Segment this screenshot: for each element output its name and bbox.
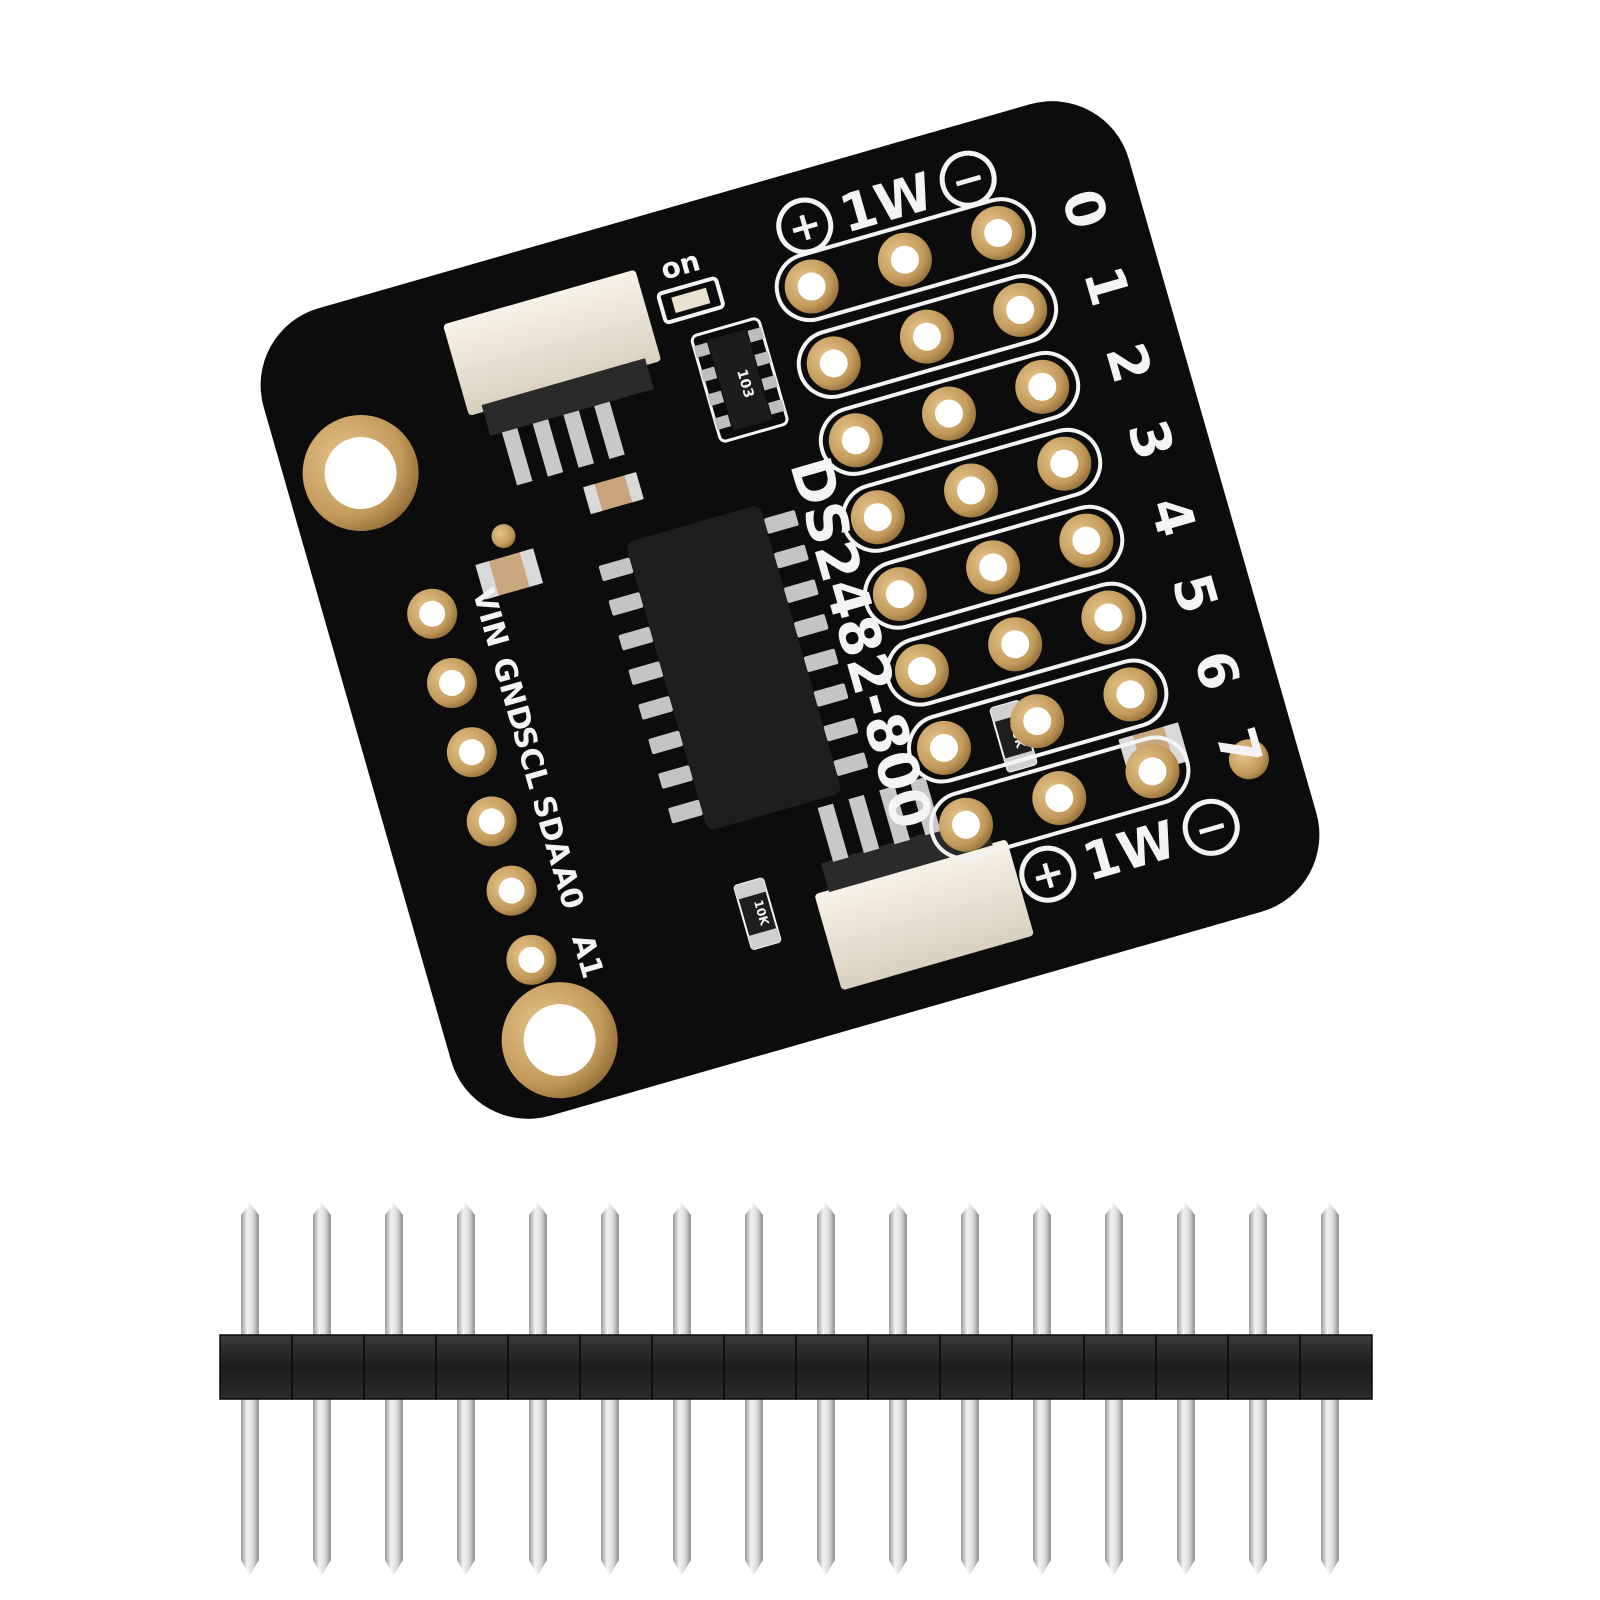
header-plastic-segment xyxy=(723,1334,797,1400)
header-pin xyxy=(745,1203,763,1575)
header-plastic-segment xyxy=(219,1334,293,1400)
pin-hole-a1 xyxy=(506,934,557,985)
pin-hole-vin xyxy=(407,588,458,639)
channel-4 xyxy=(862,504,1125,630)
header-plastic-segment xyxy=(795,1334,869,1400)
ic-leg xyxy=(813,683,849,707)
ic-leg xyxy=(598,557,634,581)
mounting-hole-bottom-left xyxy=(501,982,618,1099)
header-plastic-segment xyxy=(1299,1334,1373,1400)
header-pin xyxy=(1249,1203,1267,1575)
header-pin xyxy=(1177,1203,1195,1575)
pin-hole-gnd xyxy=(427,657,478,708)
header-pin xyxy=(1321,1203,1339,1575)
pin-hole-a0 xyxy=(486,865,537,916)
header-plastic-segment xyxy=(1083,1334,1157,1400)
header-plastic-segment xyxy=(1227,1334,1301,1400)
ic-leg xyxy=(764,510,799,534)
fiducial-top xyxy=(491,524,516,549)
channel-6 xyxy=(907,658,1169,784)
smd-capacitor xyxy=(475,548,543,600)
ic-leg xyxy=(608,592,644,616)
smd-resistor-10k-left xyxy=(733,877,782,950)
header-plastic-segment xyxy=(1011,1334,1085,1400)
resistor-array-marking: 103 xyxy=(733,367,756,400)
ic-leg xyxy=(668,799,703,824)
ic-leg xyxy=(794,614,829,638)
ic-leg xyxy=(658,765,693,789)
header-pin xyxy=(1033,1203,1051,1575)
ic-leg xyxy=(638,696,673,720)
pin-hole-sda xyxy=(466,796,517,847)
ic-leg xyxy=(803,648,839,673)
header-pin xyxy=(529,1203,547,1575)
header-plastic-segment xyxy=(867,1334,941,1400)
stemma-connector-bottom xyxy=(815,777,1034,990)
channel-0 xyxy=(774,197,1037,323)
channel-7 xyxy=(929,735,1191,861)
header-plastic-segment xyxy=(507,1334,581,1400)
channel-1 xyxy=(796,274,1059,399)
header-pin xyxy=(313,1203,331,1575)
fiducial-right xyxy=(1228,739,1269,780)
resistor-array xyxy=(690,317,789,443)
header-pin xyxy=(457,1203,475,1575)
header-plastic-segment xyxy=(1155,1334,1229,1400)
header-plastic-segment xyxy=(651,1334,725,1400)
stemma-connector-top xyxy=(443,270,661,486)
header-plastic-segment xyxy=(363,1334,437,1400)
ic-leg xyxy=(823,717,859,742)
header-pin xyxy=(961,1203,979,1575)
ic-leg xyxy=(618,626,654,651)
header-pin xyxy=(601,1203,619,1575)
header-plastic-segment xyxy=(435,1334,509,1400)
ic-leg xyxy=(628,661,663,685)
breakout-board: on 103 xyxy=(260,101,1320,1119)
ds2482-chip xyxy=(598,506,868,830)
header-plastic-segment xyxy=(939,1334,1013,1400)
ic-leg xyxy=(784,579,819,603)
header-pin xyxy=(673,1203,691,1575)
ic-leg xyxy=(774,544,809,569)
channel-3 xyxy=(840,427,1103,553)
pin-header-strip xyxy=(219,1203,1373,1575)
ic-leg xyxy=(833,752,868,776)
power-led xyxy=(656,276,725,325)
header-pin xyxy=(241,1203,259,1575)
header-pin xyxy=(889,1203,907,1575)
header-pin xyxy=(1105,1203,1123,1575)
header-pin xyxy=(817,1203,835,1575)
mounting-hole-top-left xyxy=(302,415,419,532)
channel-2 xyxy=(818,350,1081,476)
smd-resistor-top xyxy=(583,472,644,515)
header-plastic-segment xyxy=(579,1334,653,1400)
pin-hole-scl xyxy=(446,727,497,778)
header-plastic-segment xyxy=(291,1334,365,1400)
bus-heading-bottom: + 1W − xyxy=(1019,798,1240,903)
channel-5 xyxy=(885,581,1147,707)
header-pin xyxy=(385,1203,403,1575)
ic-leg xyxy=(648,730,683,755)
